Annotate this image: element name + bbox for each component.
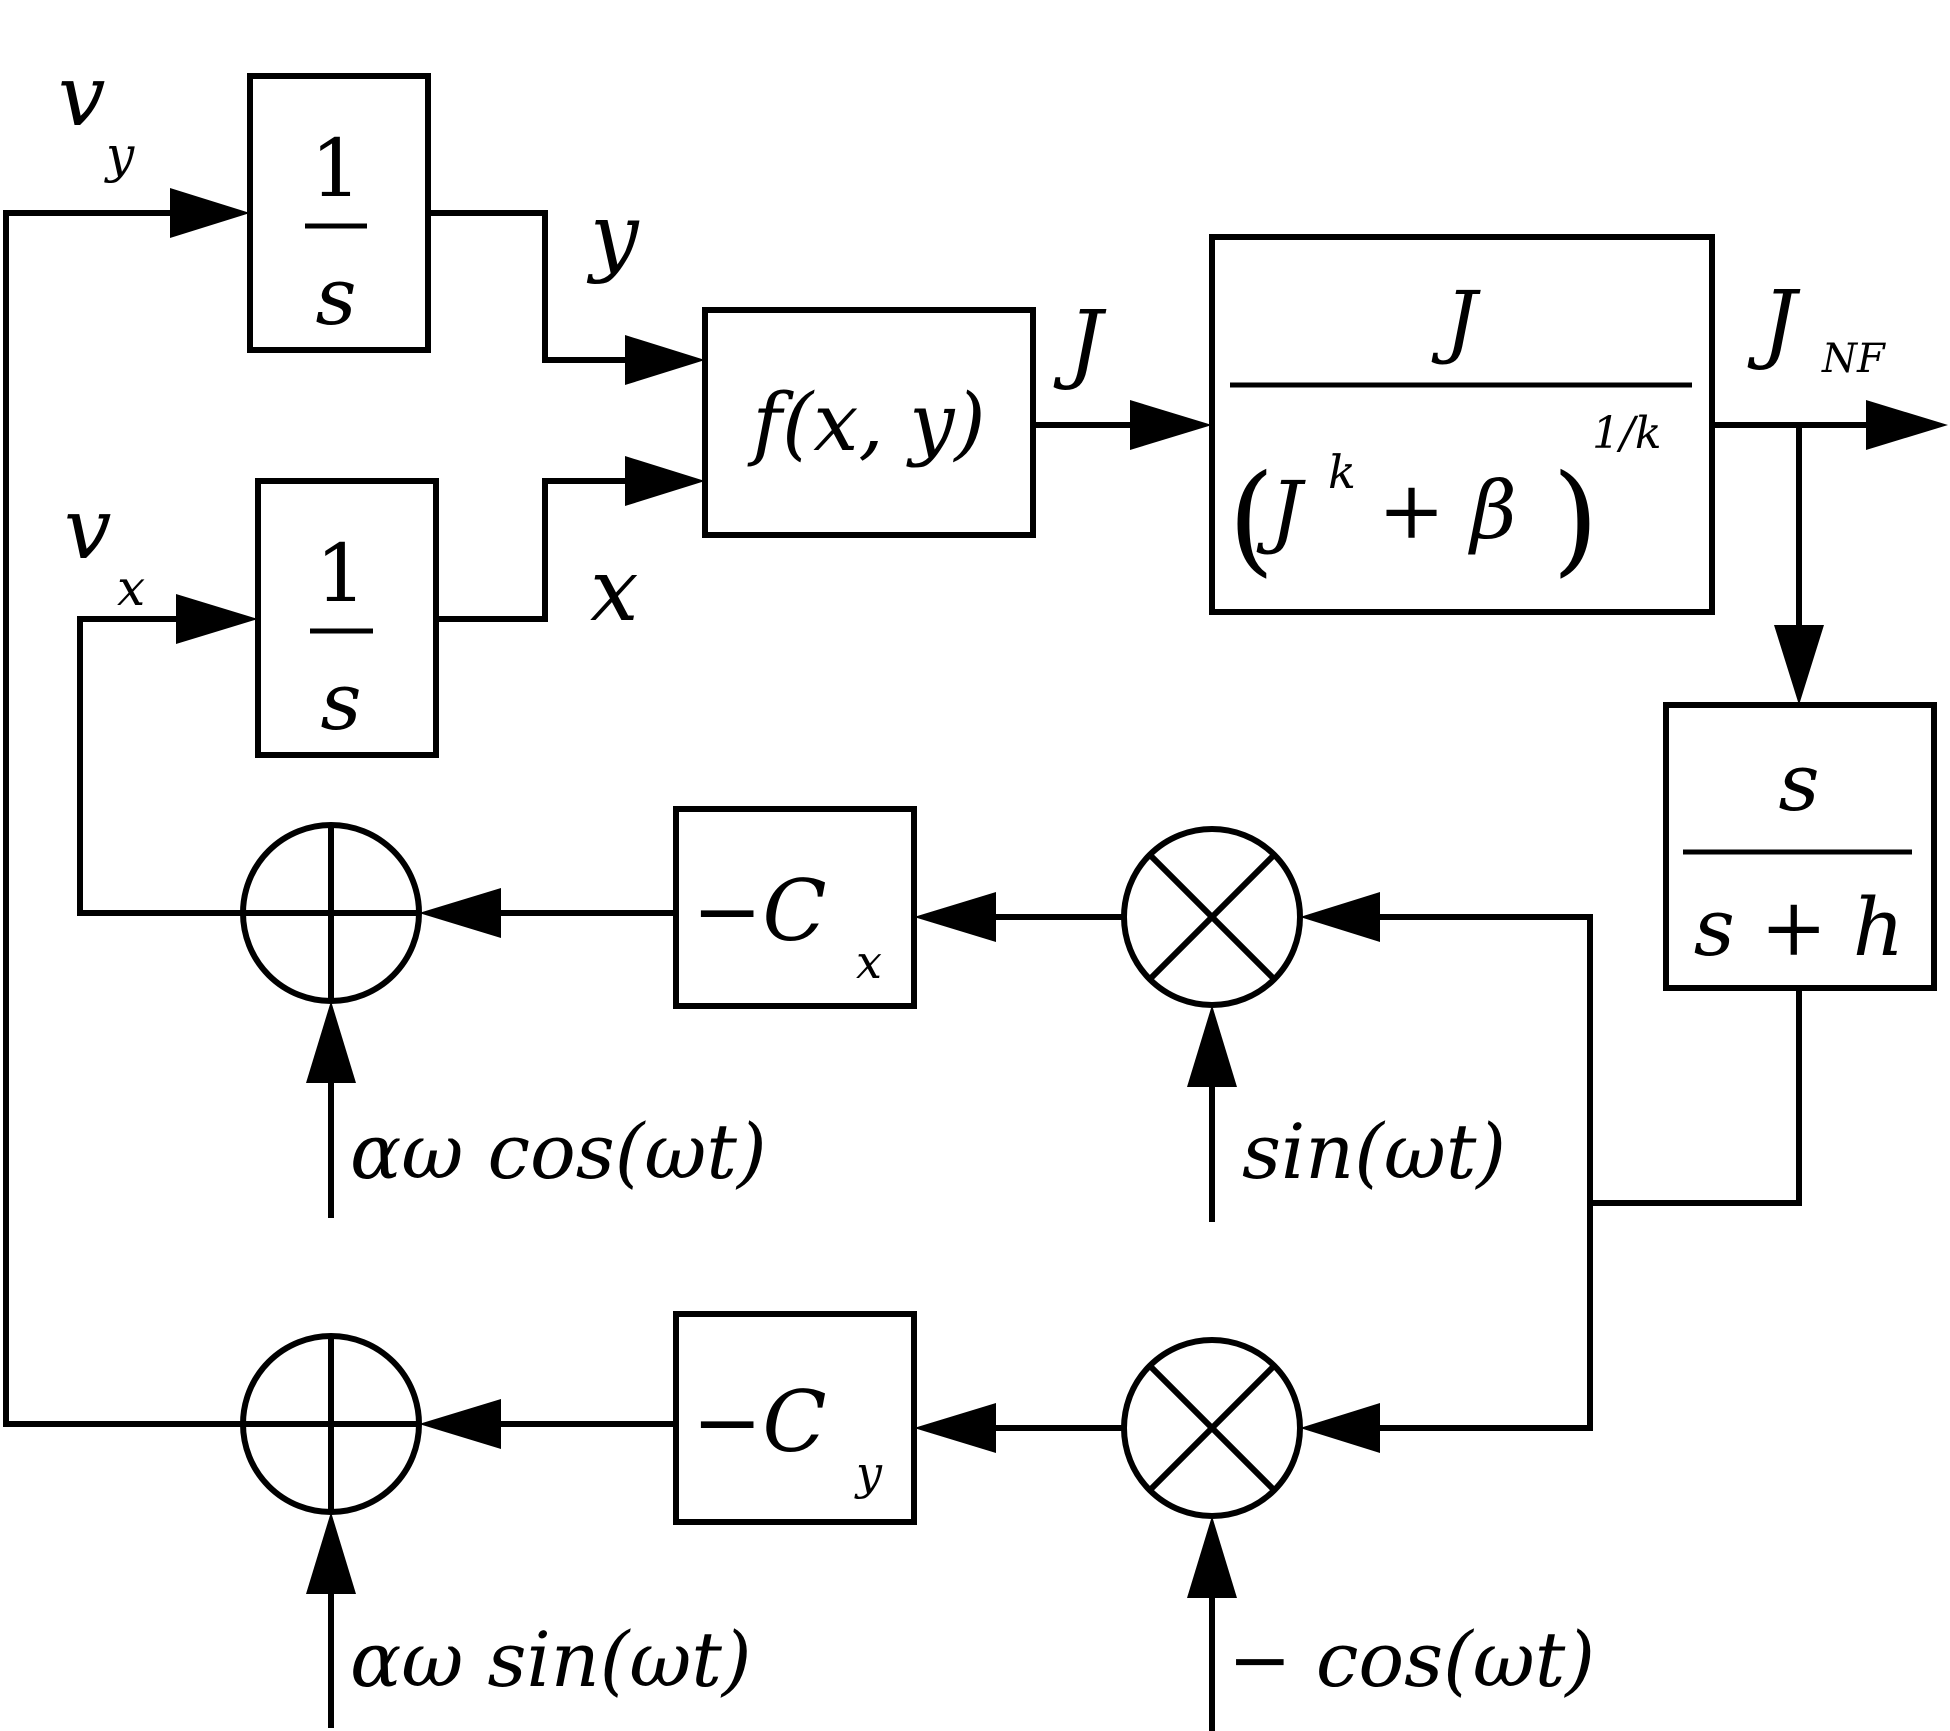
label-j: J	[1053, 293, 1107, 393]
label-jnf-sub: NF	[1821, 336, 1886, 382]
arrowhead-mult-sin-in	[1300, 892, 1380, 942]
gain-cx-block	[673, 806, 917, 1009]
arrowhead-sum-y-in	[419, 1399, 501, 1449]
label-vx-base: v	[64, 480, 111, 578]
normalization-den-rest: + β	[1378, 464, 1517, 557]
label-y: y	[586, 186, 640, 286]
gain-cx-base: −C	[692, 862, 827, 960]
normalization-den-close: )	[1552, 450, 1599, 589]
gain-cy-block	[673, 1311, 917, 1525]
arrowhead-dither-sin	[306, 1512, 356, 1594]
arrowhead-vy	[170, 188, 250, 238]
arrowhead-dither-cos	[306, 1001, 356, 1083]
integrator-x-numerator: 1	[316, 527, 367, 620]
gain-cx-sub: x	[856, 935, 882, 989]
highpass-denominator: s + h	[1694, 881, 1904, 974]
integrator-y-numerator: 1	[311, 122, 362, 215]
input-demod-sin-label: sin(ωt)	[1242, 1107, 1506, 1196]
integrator-y-denominator: s	[315, 250, 356, 343]
wire-x	[436, 478, 625, 622]
highpass-numerator: s	[1778, 736, 1819, 829]
wire-hp-out	[1590, 988, 1802, 1206]
input-demod-cos-label: − cos(ωt)	[1228, 1615, 1595, 1704]
arrowhead-demod-sin	[1187, 1005, 1237, 1087]
arrowhead-mult-cos-in	[1300, 1403, 1380, 1453]
wire-vy-loop	[3, 210, 243, 1427]
label-vy-base: v	[58, 47, 105, 145]
input-dither-cos-label: αω cos(ωt)	[350, 1107, 767, 1196]
label-vx-sub: x	[117, 559, 145, 617]
arrowhead-x	[625, 456, 705, 506]
arrowhead-j	[1130, 400, 1212, 450]
wire-bus	[1380, 914, 1593, 1431]
gain-cy-base: −C	[692, 1373, 827, 1471]
arrowhead-y	[625, 335, 705, 385]
wire-y	[428, 210, 625, 363]
normalization-outer-exp: 1/k	[1592, 408, 1661, 459]
cost-function-label: f(x, y)	[747, 376, 985, 469]
label-x: x	[590, 541, 639, 641]
arrowhead-demod-cos	[1187, 1516, 1237, 1598]
integrator-x-denominator: s	[320, 655, 361, 748]
arrowhead-gain-cy-in	[914, 1403, 996, 1453]
input-dither-sin-label: αω sin(ωt)	[350, 1615, 752, 1704]
arrowhead-vx	[176, 594, 258, 644]
arrowhead-jnf	[1866, 400, 1948, 450]
label-vy-sub: y	[104, 126, 135, 184]
arrowhead-jnf-down	[1774, 625, 1824, 705]
arrowhead-sum-x-in	[419, 888, 501, 938]
normalization-den-exp: k	[1328, 445, 1356, 499]
arrowhead-gain-cx-in	[914, 892, 996, 942]
wire-vx-loop	[77, 616, 243, 916]
gain-cy-sub: y	[854, 1446, 883, 1500]
normalization-den-open: (	[1228, 450, 1275, 589]
label-jnf-base: J	[1747, 273, 1801, 373]
normalization-numerator: J	[1431, 274, 1481, 367]
